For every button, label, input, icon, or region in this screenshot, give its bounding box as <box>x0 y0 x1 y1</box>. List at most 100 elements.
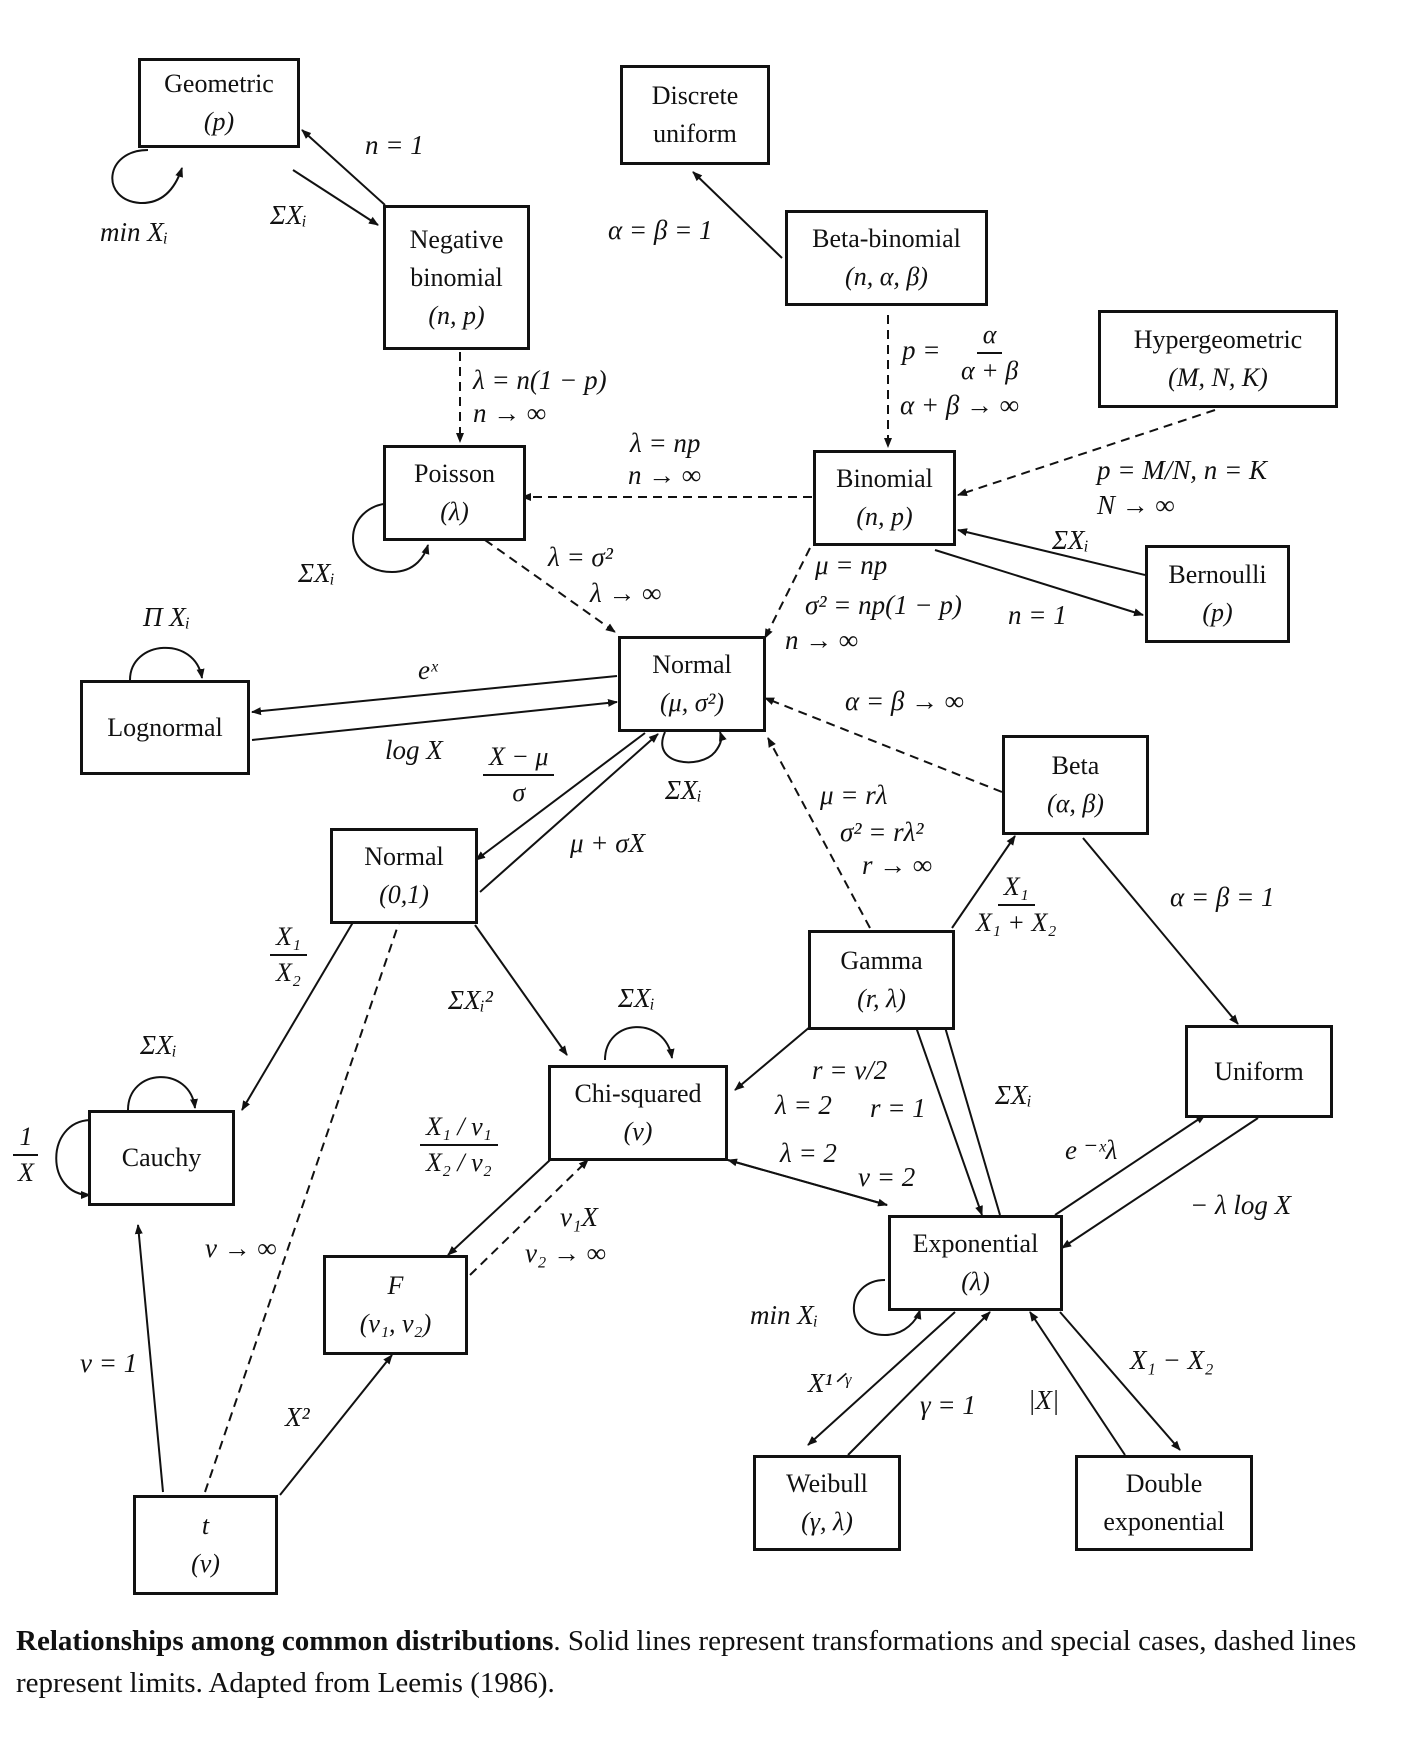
node-geometric: Geometric (p) <box>138 58 300 148</box>
label-sum-xi2: ΣXᵢ² <box>448 985 493 1015</box>
fraction-cauchy: X₁ X₂ <box>270 922 307 988</box>
label-x-sq: X² <box>285 1402 310 1432</box>
node-geometric-param: (p) <box>203 107 235 136</box>
node-betabin-name: Beta-binomial <box>812 224 961 253</box>
label-sum-xi-gamma: ΣXᵢ <box>995 1080 1032 1110</box>
fraction-f-num: X₁ / ν₁ <box>420 1112 498 1146</box>
edge-gamma-to-beta <box>951 835 1016 929</box>
edge-lognormal-to-normal <box>251 698 618 741</box>
label-e-neg-xl: e ⁻ˣλ <box>1065 1135 1118 1165</box>
edge-beta-to-uniform <box>1082 837 1239 1025</box>
node-uniform: Uniform <box>1185 1025 1333 1118</box>
loop-cauchy-top <box>127 1076 198 1111</box>
loop-geometric <box>111 149 183 205</box>
node-uniform-name: Uniform <box>1214 1056 1304 1086</box>
node-bernoulli-param: (p) <box>1202 598 1233 627</box>
node-bernoulli: Bernoulli (p) <box>1145 545 1290 643</box>
label-lambda-np1: λ = n(1 − p) <box>473 365 607 395</box>
edge-binomial-to-normal <box>764 547 811 639</box>
edge-normal-to-stdnormal <box>475 732 646 861</box>
edge-exponential-to-gamma <box>938 1009 1001 1216</box>
label-prod-xi: Π Xᵢ <box>143 602 191 632</box>
label-lambda2b: λ = 2 <box>780 1138 837 1168</box>
edge-uniform-to-exponential <box>1061 1117 1259 1249</box>
label-lambda-inf: λ → ∞ <box>590 578 662 608</box>
edge-stdnormal-to-chisq <box>474 924 568 1056</box>
label-neg-lambda-log: − λ log X <box>1190 1190 1292 1220</box>
label-sum-xi-bern: ΣXᵢ <box>1052 525 1089 555</box>
node-discunif-name2: uniform <box>653 119 737 148</box>
node-f-name: F <box>387 1271 404 1300</box>
node-lognormal-name: Lognormal <box>107 712 223 742</box>
label-sigma-rl: σ² = rλ² <box>840 817 924 847</box>
edge-t-to-f <box>279 1354 393 1496</box>
loop-chisq <box>604 1026 675 1061</box>
node-cauchy-name: Cauchy <box>121 1143 202 1172</box>
figure-caption: Relationships among common distributions… <box>16 1620 1386 1704</box>
node-doubleexp-name2: exponential <box>1103 1507 1225 1536</box>
edge-exponential-to-weibull <box>807 1311 956 1446</box>
edge-poisson-to-normal <box>484 539 616 633</box>
node-poisson: Poisson (λ) <box>383 445 526 541</box>
fraction-beta-den: X₁ + X₂ <box>976 908 1057 937</box>
fraction-cauchy-num: X₁ <box>270 922 307 956</box>
label-r-1: r = 1 <box>870 1093 926 1123</box>
node-negbin-param: (n, p) <box>428 300 485 330</box>
node-normal-param: (μ, σ²) <box>660 688 724 717</box>
node-weibull: Weibull (γ, λ) <box>753 1455 901 1551</box>
node-gamma-param: (r, λ) <box>857 984 906 1013</box>
node-t-name: t <box>201 1511 210 1540</box>
node-discunif: Discrete uniform <box>620 65 770 165</box>
loop-lognormal <box>129 646 205 681</box>
fraction-f-den: X₂ / ν₂ <box>426 1148 492 1177</box>
edge-exponential-to-uniform <box>1054 1114 1206 1216</box>
node-gamma-name: Gamma <box>840 946 923 975</box>
node-f-param: (ν₁, ν₂) <box>359 1309 432 1338</box>
edge-betabin-to-discunif <box>692 171 783 259</box>
loop-normal <box>661 731 727 764</box>
node-bernoulli-name: Bernoulli <box>1168 560 1267 589</box>
node-weibull-name: Weibull <box>786 1469 868 1498</box>
node-beta: Beta (α, β) <box>1002 735 1149 835</box>
fraction-beta: X₁ X₁ + X₂ <box>970 872 1062 938</box>
edge-exponential-to-doubleexp <box>1059 1311 1181 1451</box>
edge-t-to-stdnormal <box>204 904 406 1493</box>
node-betabin: Beta-binomial (n, α, β) <box>785 210 988 306</box>
node-discunif-name1: Discrete <box>651 81 739 110</box>
label-hyper1: p = M/N, n = K <box>1097 455 1267 485</box>
label-sum-xi-poisson: ΣXᵢ <box>298 558 335 588</box>
node-binomial-name: Binomial <box>836 464 933 493</box>
label-sigma-np: σ² = np(1 − p) <box>805 590 962 620</box>
label-mu-np: μ = np <box>815 550 888 580</box>
label-abs-x: |X| <box>1028 1385 1060 1415</box>
label-n-inf2: n → ∞ <box>628 460 702 490</box>
fraction-cauchy-den: X₂ <box>276 958 301 987</box>
label-mu-rl: μ = rλ <box>820 780 888 810</box>
label-x1-x2: X₁ − X₂ <box>1130 1345 1214 1375</box>
node-negbin-name2: binomial <box>410 262 503 292</box>
edge-stdnormal-to-normal <box>479 733 659 893</box>
label-n-inf1: n → ∞ <box>473 398 547 428</box>
edge-weibull-to-exponential <box>847 1311 991 1456</box>
node-negbin: Negative binomial (n, p) <box>383 205 530 350</box>
label-alpha-beta-1-disc: α = β = 1 <box>608 215 713 245</box>
edge-hypergeo-to-binomial <box>957 409 1216 496</box>
fraction-one-over-x: 1 X <box>12 1122 40 1188</box>
node-hypergeo-name: Hypergeometric <box>1133 325 1303 354</box>
node-poisson-name: Poisson <box>414 459 495 488</box>
node-gamma: Gamma (r, λ) <box>808 930 955 1030</box>
label-nu-inf: ν → ∞ <box>205 1233 277 1263</box>
edge-bernoulli-to-binomial <box>957 528 1146 576</box>
fraction-standardize-num: X − μ <box>483 742 555 776</box>
label-n-eq-1-geo: n = 1 <box>365 130 424 160</box>
fraction-f: X₁ / ν₁ X₂ / ν₂ <box>420 1112 498 1178</box>
edge-chisq-to-f <box>447 1159 551 1256</box>
node-chisq-param: (ν) <box>623 1117 653 1146</box>
node-stdnormal-name: Normal <box>364 842 444 871</box>
loop-cauchy-left <box>55 1119 91 1199</box>
node-exponential-name: Exponential <box>912 1229 1039 1258</box>
label-gamma-1: γ = 1 <box>920 1390 976 1420</box>
node-stdnormal: Normal (0,1) <box>330 828 478 924</box>
label-n-inf3: n → ∞ <box>785 625 859 655</box>
